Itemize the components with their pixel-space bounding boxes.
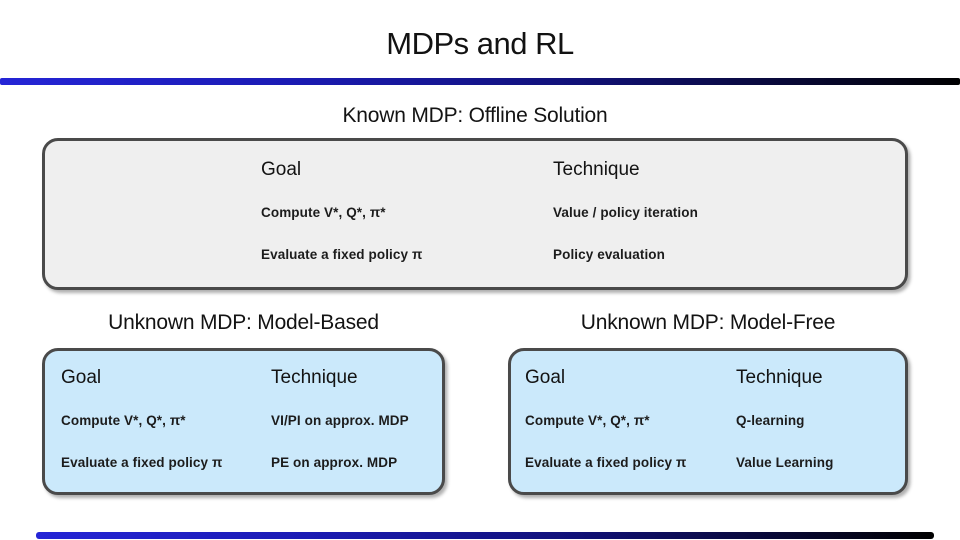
table-cell-model-based-technique-2: PE on approx. MDP bbox=[271, 455, 398, 470]
section-heading-model-free: Unknown MDP: Model-Free bbox=[580, 311, 836, 334]
model-free-col-header-technique: Technique bbox=[736, 367, 823, 388]
slide-title: MDPs and RL bbox=[386, 26, 574, 61]
known-mdp-table-panel: Goal Technique Compute V*, Q*, π* Value … bbox=[42, 138, 908, 290]
model-based-col-header-technique: Technique bbox=[271, 367, 358, 388]
bottom-accent-bar bbox=[36, 532, 934, 539]
model-based-col-header-goal: Goal bbox=[61, 367, 102, 388]
known-col-header-goal: Goal bbox=[261, 159, 302, 180]
model-free-table-panel: Goal Technique Compute V*, Q*, π* Q-lear… bbox=[508, 348, 908, 495]
table-cell-known-technique-2: Policy evaluation bbox=[553, 247, 665, 262]
model-based-table-panel: Goal Technique Compute V*, Q*, π* VI/PI … bbox=[42, 348, 445, 495]
table-cell-model-free-goal-1: Compute V*, Q*, π* bbox=[525, 413, 650, 428]
section-heading-model-based: Unknown MDP: Model-Based bbox=[108, 311, 379, 334]
known-col-header-technique: Technique bbox=[553, 159, 640, 180]
model-free-col-header-goal: Goal bbox=[525, 367, 566, 388]
table-cell-model-based-technique-1: VI/PI on approx. MDP bbox=[271, 413, 409, 428]
table-cell-model-free-goal-2: Evaluate a fixed policy π bbox=[525, 455, 687, 470]
table-cell-model-based-goal-1: Compute V*, Q*, π* bbox=[61, 413, 186, 428]
table-cell-model-based-goal-2: Evaluate a fixed policy π bbox=[61, 455, 223, 470]
title-accent-bar bbox=[0, 78, 960, 85]
table-cell-known-goal-2: Evaluate a fixed policy π bbox=[261, 247, 423, 262]
table-cell-model-free-technique-2: Value Learning bbox=[736, 455, 834, 470]
table-cell-model-free-technique-1: Q-learning bbox=[736, 413, 805, 428]
section-heading-known-mdp: Known MDP: Offline Solution bbox=[342, 104, 608, 127]
table-cell-known-technique-1: Value / policy iteration bbox=[553, 205, 698, 220]
table-cell-known-goal-1: Compute V*, Q*, π* bbox=[261, 205, 386, 220]
